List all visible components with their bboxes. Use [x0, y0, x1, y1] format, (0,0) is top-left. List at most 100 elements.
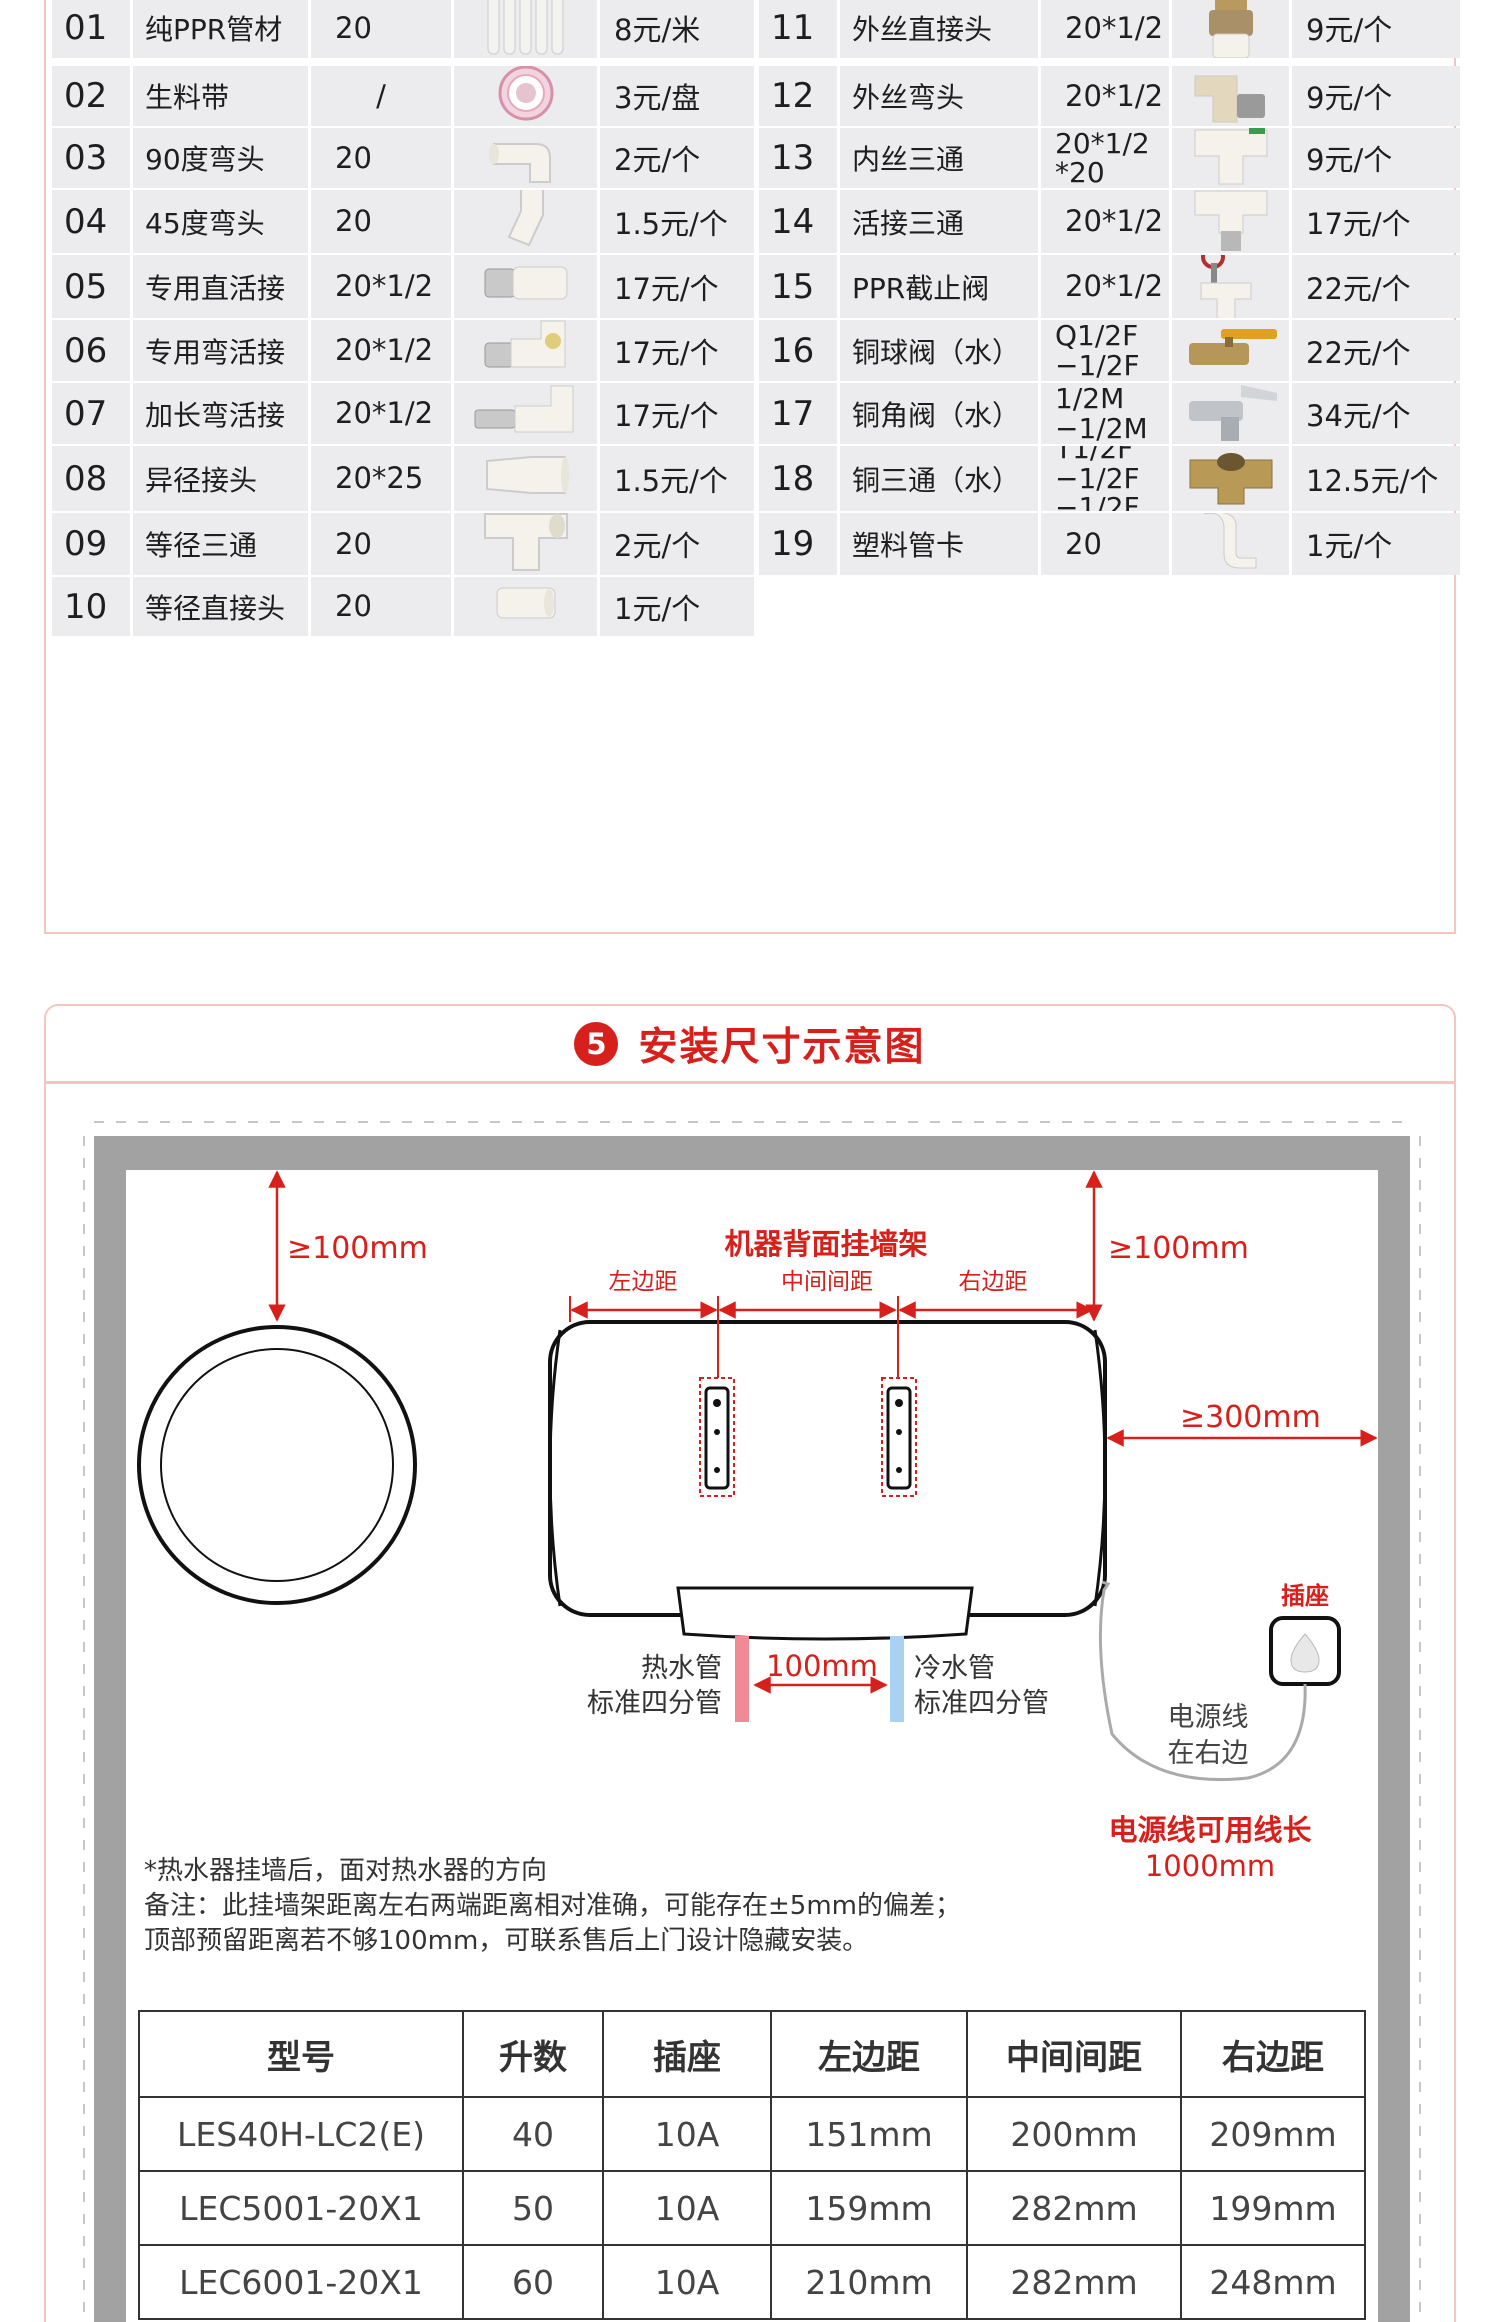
part-image — [454, 446, 597, 511]
part-price: 1元/个 — [1292, 513, 1460, 575]
part-spec: 20*1/2 — [1041, 190, 1169, 253]
part-name: PPR截止阀 — [840, 255, 1038, 318]
part-price: 9元/个 — [1292, 128, 1460, 188]
spec-table-cell: LES40H-LC2(E) — [138, 2096, 464, 2172]
power-cord — [1098, 1580, 1307, 1782]
part-image — [454, 513, 597, 575]
wall-bracket-right — [881, 1377, 917, 1497]
part-number: 14 — [759, 190, 837, 253]
reducer-icon — [481, 451, 571, 506]
part-spec: / — [311, 66, 451, 126]
part-spec: 20 — [311, 513, 451, 575]
part-price: 2元/个 — [600, 128, 754, 188]
part-spec: 20 — [311, 577, 451, 636]
part-number: 04 — [52, 190, 130, 253]
part-price: 17元/个 — [600, 320, 754, 381]
spec-header-cell: 型号 — [138, 2010, 464, 2098]
part-image — [1172, 513, 1289, 575]
power-socket — [1269, 1616, 1341, 1686]
part-number: 07 — [52, 383, 130, 444]
brass-tee-icon — [1186, 446, 1276, 511]
male-elbow-icon — [1191, 66, 1271, 126]
hot-water-pipe — [735, 1636, 749, 1722]
part-name: 专用直活接 — [133, 255, 308, 318]
part-price: 8元/米 — [600, 0, 754, 58]
part-spec-line: −1/2F — [1055, 461, 1140, 495]
spec-table-cell: 10A — [602, 2170, 772, 2246]
spec-table-cell: 209mm — [1180, 2096, 1366, 2172]
hot-pipe-spec: 标准四分管 — [587, 1688, 722, 1719]
note-top-clearance: 顶部预留距离若不够100mm，可联系售后上门设计隐藏安装。 — [144, 1926, 869, 1956]
part-spec: 20*1/2 — [1041, 0, 1169, 58]
part-number: 09 — [52, 513, 130, 575]
part-price: 22元/个 — [1292, 255, 1460, 318]
part-spec: 20 — [1041, 513, 1169, 575]
part-number: 16 — [759, 320, 837, 381]
part-spec: 20*1/2 — [1041, 255, 1169, 318]
part-spec: 20 — [311, 190, 451, 253]
part-name: 90度弯头 — [133, 128, 308, 188]
part-image — [454, 577, 597, 636]
part-image — [1172, 0, 1289, 58]
part-image — [1172, 383, 1289, 444]
elbow-45-icon — [491, 190, 561, 253]
part-name: 45度弯头 — [133, 190, 308, 253]
part-name: 外丝直接头 — [840, 0, 1038, 58]
part-spec-line: *20 — [1055, 156, 1105, 188]
spec-table-cell: 60 — [462, 2244, 604, 2320]
part-name: 铜三通（水） — [840, 446, 1038, 511]
hot-pipe-label: 热水管 — [641, 1653, 722, 1684]
part-spec: T1/2F−1/2F−1/2F — [1041, 446, 1169, 511]
cord-label: 电源线 — [1168, 1702, 1249, 1733]
part-name: 等径直接头 — [133, 577, 308, 636]
ball-valve-icon — [1181, 320, 1281, 381]
top-right-clearance-label: ≥100mm — [1108, 1231, 1249, 1266]
spec-table-cell: 210mm — [770, 2244, 968, 2320]
spec-table-cell: 10A — [602, 2096, 772, 2172]
part-number: 15 — [759, 255, 837, 318]
section-title: 安装尺寸示意图 — [638, 1024, 926, 1070]
spec-table-cell: 282mm — [966, 2170, 1182, 2246]
part-price: 1.5元/个 — [600, 190, 754, 253]
part-spec: 20*1/2 — [311, 255, 451, 318]
spec-header-cell: 中间间距 — [966, 2010, 1182, 2098]
part-name: 塑料管卡 — [840, 513, 1038, 575]
left-margin-label: 左边距 — [609, 1269, 678, 1295]
spec-table-cell: 50 — [462, 2170, 604, 2246]
bracket-title: 机器背面挂墙架 — [724, 1227, 927, 1261]
part-number: 10 — [52, 577, 130, 636]
part-spec: 1/2M−1/2M — [1041, 383, 1169, 444]
part-name: 专用弯活接 — [133, 320, 308, 381]
spec-header-cell: 插座 — [602, 2010, 772, 2098]
part-name: 活接三通 — [840, 190, 1038, 253]
part-image — [454, 383, 597, 444]
cold-pipe-spec: 标准四分管 — [914, 1688, 1049, 1719]
part-number: 17 — [759, 383, 837, 444]
part-price: 17元/个 — [600, 383, 754, 444]
part-name: 等径三通 — [133, 513, 308, 575]
part-name: 生料带 — [133, 66, 308, 126]
part-number: 01 — [52, 0, 130, 58]
part-number: 19 — [759, 513, 837, 575]
part-image — [1172, 190, 1289, 253]
part-price: 1.5元/个 — [600, 446, 754, 511]
socket-label: 插座 — [1281, 1582, 1329, 1610]
note-tolerance: 备注：此挂墙架距离左右两端距离相对准确，可能存在±5mm的偏差； — [144, 1891, 961, 1921]
part-name: 内丝三通 — [840, 128, 1038, 188]
part-spec: 20*1/2 — [1041, 66, 1169, 126]
dimension-arrows — [268, 1170, 1378, 1694]
